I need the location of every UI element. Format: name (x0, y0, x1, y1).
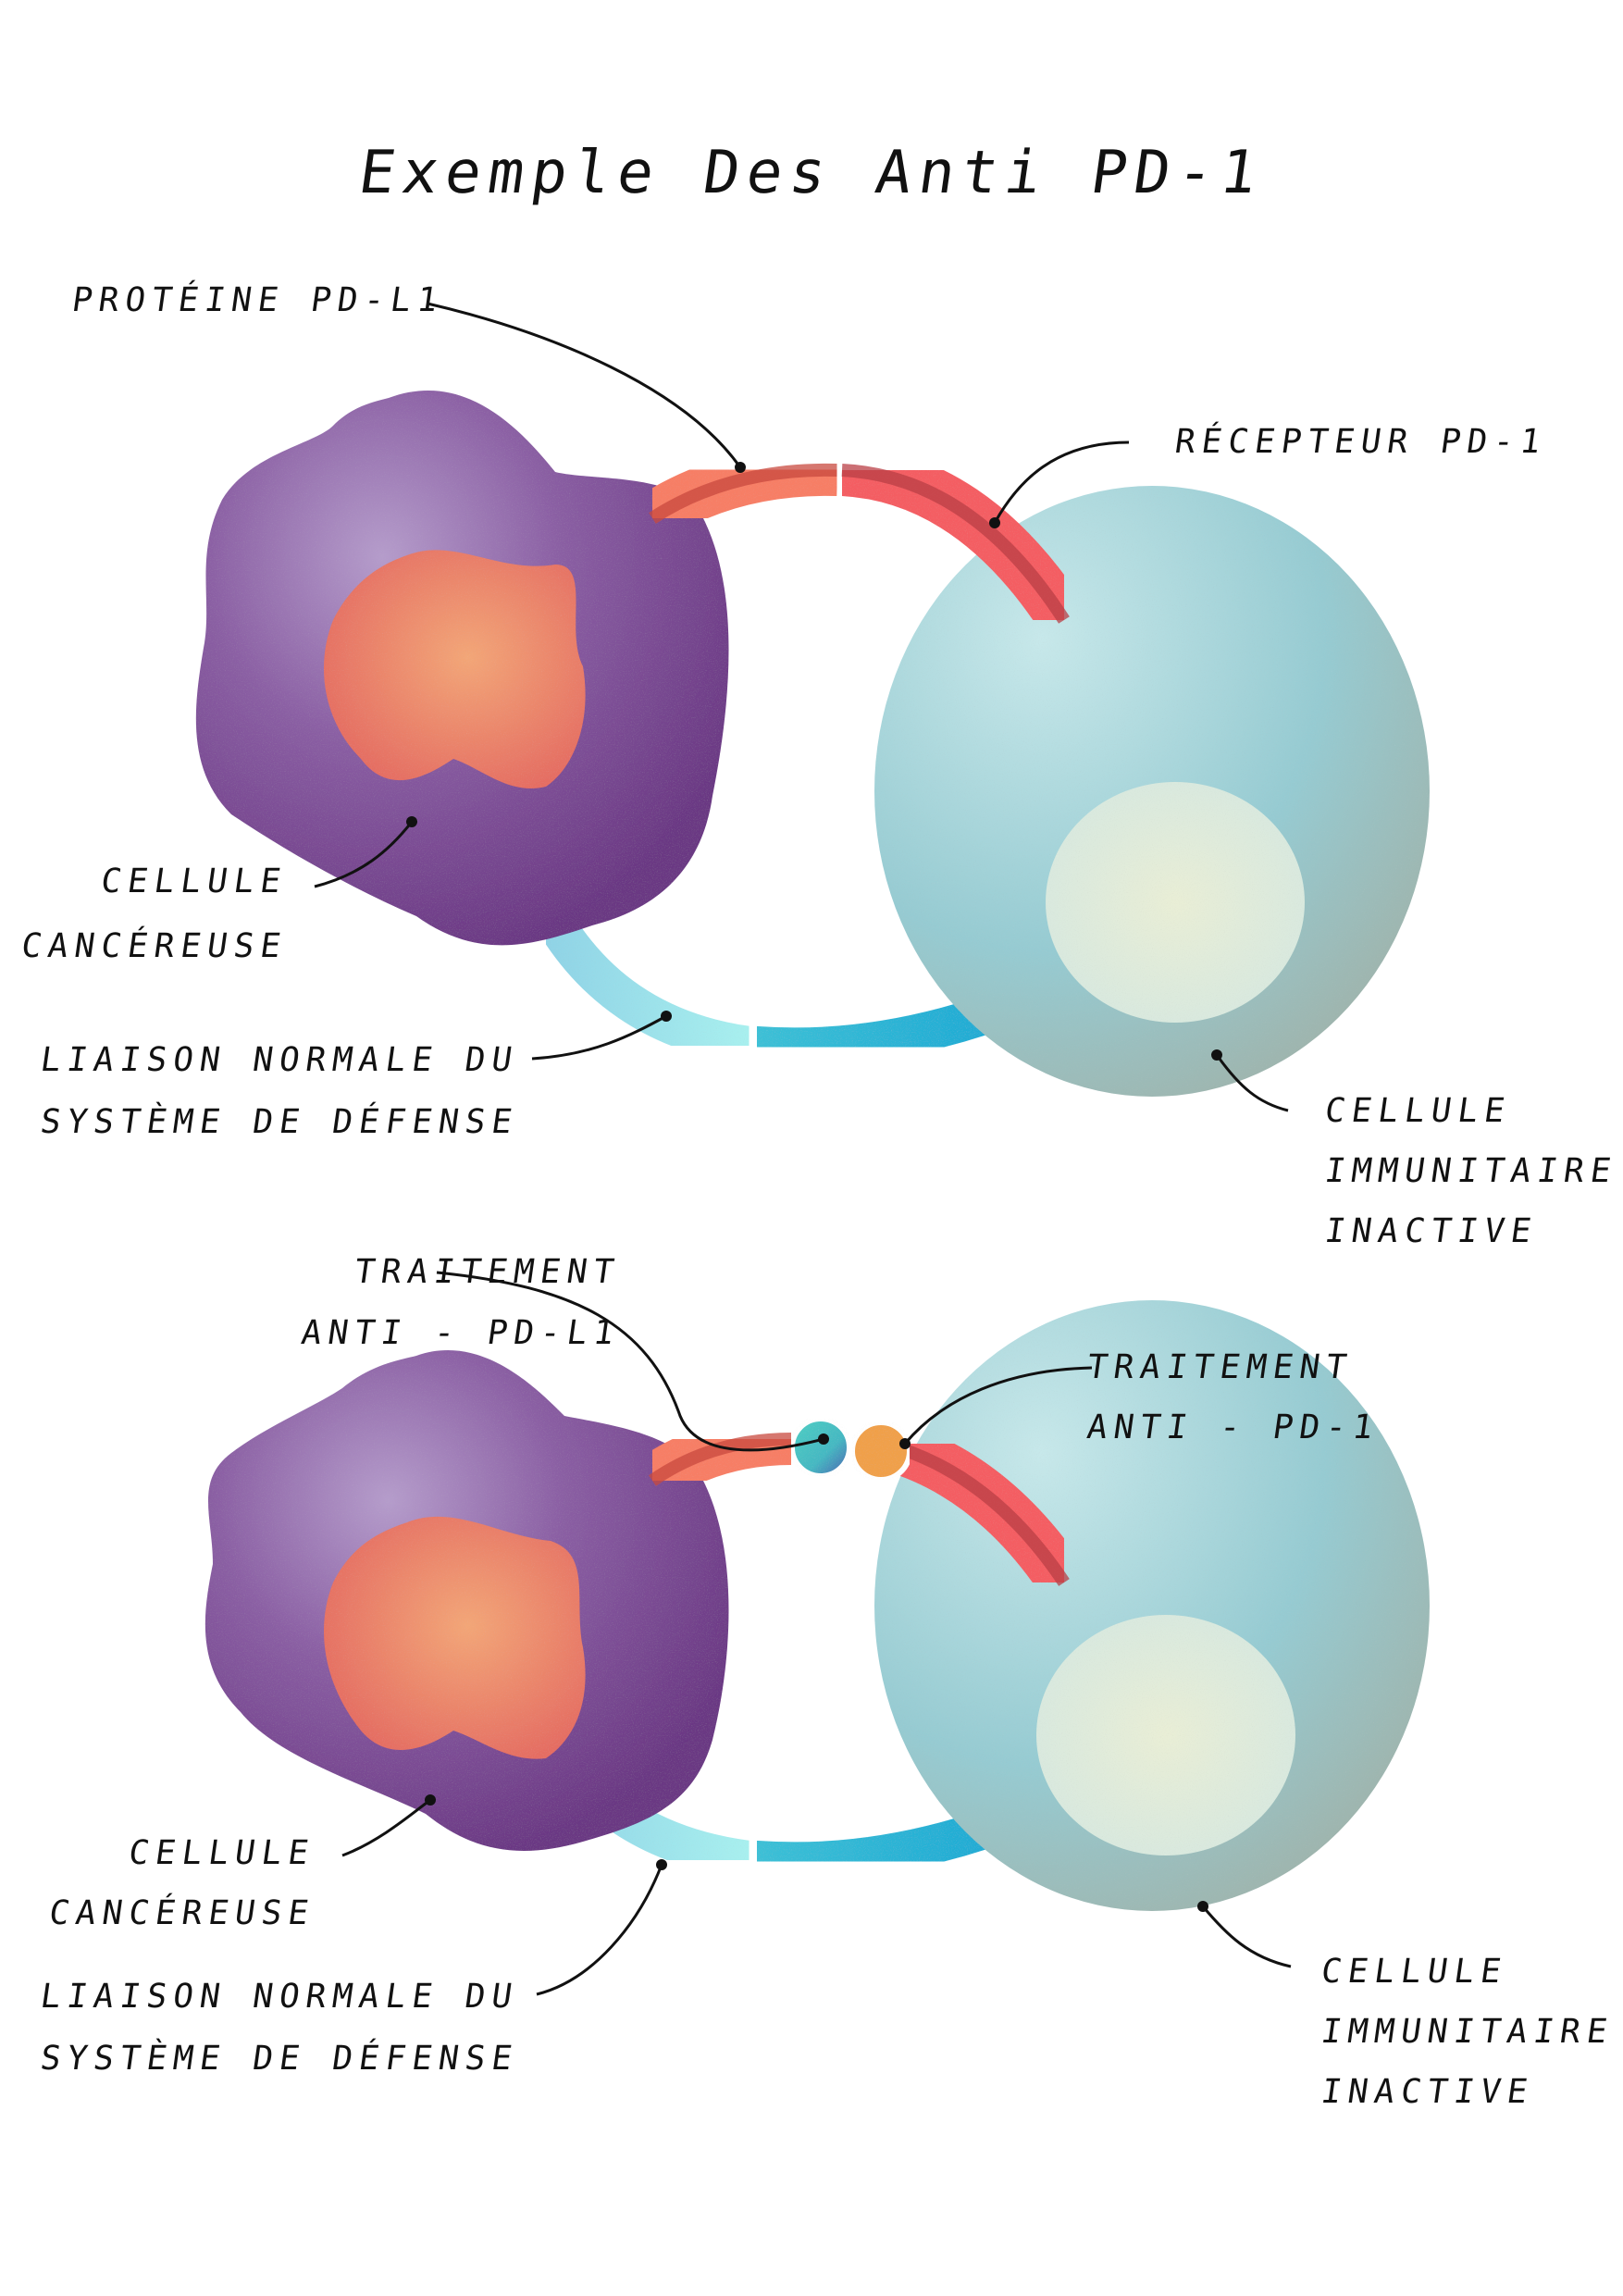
anti-pd-l1-drug (789, 1416, 852, 1479)
panel-bottom (204, 1271, 1430, 1996)
label-binding-line2: système de défense (38, 1103, 521, 1141)
panel-top (195, 302, 1430, 1112)
label-immune-cell-2-line1: cellule (1319, 1953, 1510, 1991)
label-immune-cell-2-line3: inactive (1319, 2073, 1537, 2111)
label-cancer-cell-2-line1: cellule (126, 1834, 317, 1872)
leader-dots-bottom (425, 1433, 1208, 1912)
label-binding-2-line2: système de défense (38, 2040, 521, 2078)
label-cancer-cell-line2: cancéreuse (19, 927, 290, 965)
label-anti-pd-1-line1: traitement (1084, 1348, 1356, 1386)
label-binding-line1: liaison normale du (38, 1041, 521, 1079)
label-anti-pd-1-line2: anti - PD-1 (1084, 1409, 1382, 1446)
label-immune-cell-line1: cellule (1322, 1092, 1514, 1130)
label-pd-l1: protéine PD-L1 (69, 281, 447, 319)
label-cancer-cell-2-line2: cancéreuse (46, 1894, 317, 1932)
label-anti-pd-l1-line2: anti - PD-L1 (299, 1314, 623, 1352)
label-binding-2-line1: liaison normale du (38, 1978, 521, 2016)
anti-pd-1-drug (849, 1420, 912, 1483)
label-immune-cell-2-line2: immunitaire (1319, 2013, 1617, 2051)
label-anti-pd-l1-line1: traitement (352, 1253, 623, 1291)
binding-arc-light (528, 897, 752, 1065)
leader-dots-top (406, 462, 1222, 1061)
immune-nucleus-2 (1036, 1615, 1295, 1855)
label-immune-cell-line2: immunitaire (1322, 1152, 1620, 1190)
cancer-nucleus-2 (324, 1516, 586, 1759)
leader-lines-bottom (341, 1271, 1292, 1996)
leader-lines-top (314, 302, 1289, 1112)
label-immune-cell-line3: inactive (1322, 1212, 1541, 1250)
immune-nucleus (1046, 782, 1305, 1023)
label-pd-1: récepteur PD-1 (1172, 423, 1550, 461)
cancer-nucleus (324, 550, 586, 789)
page-title: Exemple Des Anti PD-1 (354, 139, 1269, 207)
label-cancer-cell-line1: cellule (98, 863, 290, 900)
